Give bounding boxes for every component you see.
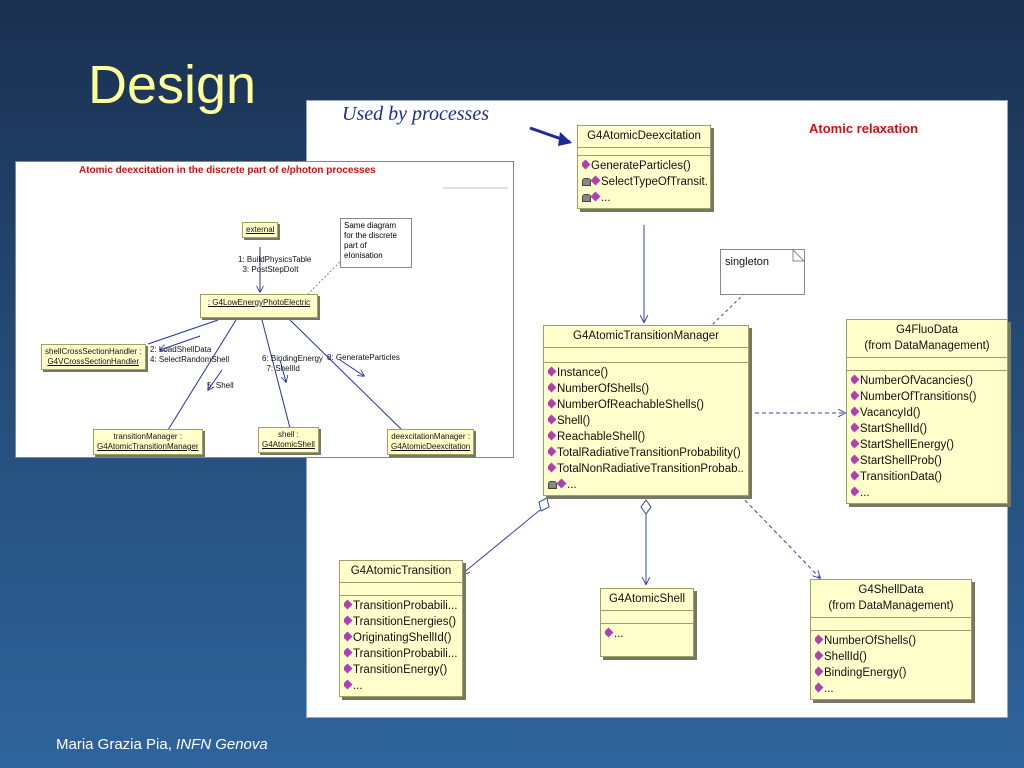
class-g4fluodata[interactable]: G4FluoData(from DataManagement) NumberOf…	[846, 319, 1008, 504]
operation: ShellId()	[815, 649, 968, 665]
note-line: part of	[344, 241, 367, 250]
class-diagram-title: Atomic relaxation	[809, 121, 919, 136]
class-g4atomictransitionmanager[interactable]: G4AtomicTransitionManager Instance() Num…	[543, 325, 749, 496]
class-attributes	[578, 148, 710, 156]
singleton-note: singleton	[720, 249, 805, 295]
class-name: G4ShellData(from DataManagement)	[811, 580, 971, 618]
class-name: G4AtomicDeexcitation	[578, 126, 710, 148]
class-operations: NumberOfShells() ShellId() BindingEnergy…	[811, 631, 971, 699]
class-attributes	[544, 348, 748, 363]
private-method-icon	[548, 481, 557, 489]
singleton-note-text: singleton	[725, 256, 770, 268]
operation: Shell()	[548, 413, 745, 429]
operation: BindingEnergy()	[815, 665, 968, 681]
object-type: G4AtomicShell	[262, 440, 315, 449]
object-cross-section-handler[interactable]: shellCrossSectionHandler : G4VCrossSecti…	[41, 344, 146, 370]
operation: TotalNonRadiativeTransitionProbab...	[548, 461, 745, 477]
sequence-note: Same diagram for the discrete part of eI…	[340, 218, 412, 268]
class-name: G4AtomicTransitionManager	[544, 326, 748, 348]
operation: StartShellProb()	[851, 453, 1004, 469]
class-operations: Instance() NumberOfShells() NumberOfReac…	[544, 363, 748, 495]
note-line: Same diagram	[344, 221, 397, 230]
operation: StartShellId()	[851, 421, 1004, 437]
object-label: shell :	[278, 430, 299, 439]
message-label: 2: LoadShellData 4: SelectRandomShell	[150, 345, 230, 364]
sequence-diagram-title: Atomic deexcitation in the discrete part…	[79, 165, 376, 176]
private-method-icon	[582, 178, 591, 186]
class-operations: NumberOfVacancies() NumberOfTransitions(…	[847, 371, 1007, 503]
operation: VacancyId()	[851, 405, 1004, 421]
class-attributes	[847, 358, 1007, 371]
object-photoelectric[interactable]: : G4LowEnergyPhotoElectric	[200, 294, 318, 318]
message-label: 1: BuildPhysicsTable 3: PostStepDoIt	[238, 255, 312, 274]
object-label: deexcitationManager :	[391, 432, 470, 441]
operation: TransitionEnergy()	[344, 662, 459, 678]
footer-org: INFN Genova	[176, 736, 268, 753]
footer-author: Maria Grazia Pia,	[56, 736, 172, 753]
note-line: eIonisation	[344, 251, 383, 260]
class-attributes	[340, 583, 462, 596]
operation: StartShellEnergy()	[851, 437, 1004, 453]
slide-title: Design	[88, 55, 257, 115]
class-g4shelldata[interactable]: G4ShellData(from DataManagement) NumberO…	[810, 579, 972, 700]
operation: TransitionProbabili...	[344, 646, 459, 662]
class-name: G4FluoData(from DataManagement)	[847, 320, 1007, 358]
operation: TotalRadiativeTransitionProbability()	[548, 445, 745, 461]
operation: ReachableShell()	[548, 429, 745, 445]
message-label: 8: GenerateParticles	[327, 353, 400, 362]
object-type: G4AtomicTransitionManager	[97, 442, 199, 451]
operation: TransitionEnergies()	[344, 614, 459, 630]
note-fold-icon	[792, 250, 804, 262]
operation: TransitionData()	[851, 469, 1004, 485]
class-g4atomicdeexcitation[interactable]: G4AtomicDeexcitation GenerateParticles()…	[577, 125, 711, 209]
operation: NumberOfVacancies()	[851, 373, 1004, 389]
class-operations: GenerateParticles() SelectTypeOfTransit.…	[578, 156, 710, 208]
class-package: (from DataManagement)	[828, 600, 954, 612]
class-package: (from DataManagement)	[864, 340, 990, 352]
note-line: for the discrete	[344, 231, 397, 240]
operation: NumberOfTransitions()	[851, 389, 1004, 405]
operation: TransitionProbabili...	[344, 598, 459, 614]
private-method-icon	[582, 194, 591, 202]
operation: NumberOfReachableShells()	[548, 397, 745, 413]
operation: NumberOfShells()	[548, 381, 745, 397]
class-g4atomicshell[interactable]: G4AtomicShell ...	[600, 588, 694, 657]
operation: ...	[851, 485, 1004, 501]
class-operations: ...	[601, 624, 693, 656]
operation: ...	[344, 678, 459, 694]
object-label: external	[246, 225, 275, 234]
class-attributes	[811, 618, 971, 631]
object-label: shellCrossSectionHandler :	[45, 347, 142, 356]
operation: NumberOfShells()	[815, 633, 968, 649]
operation: GenerateParticles()	[582, 158, 707, 174]
operation: OriginatingShellId()	[344, 630, 459, 646]
operation: SelectTypeOfTransit...	[582, 174, 707, 190]
class-attributes	[601, 611, 693, 624]
operation: ...	[605, 626, 690, 642]
class-name: G4AtomicTransition	[340, 561, 462, 583]
slide-footer: Maria Grazia Pia, INFN Genova	[56, 736, 268, 753]
object-deexcitation-manager[interactable]: deexcitationManager : G4AtomicDeexcitati…	[387, 429, 475, 455]
operation: Instance()	[548, 365, 745, 381]
message-label: 5: Shell	[207, 381, 234, 390]
operation: ...	[582, 190, 707, 206]
class-name: G4AtomicShell	[601, 589, 693, 611]
object-type: G4AtomicDeexcitation	[391, 442, 471, 451]
operation: ...	[548, 477, 745, 493]
object-type: G4VCrossSectionHandler	[47, 357, 140, 366]
message-label: 6: BindingEnergy 7: ShellId	[262, 354, 323, 373]
class-operations: TransitionProbabili... TransitionEnergie…	[340, 596, 462, 696]
class-g4atomictransition[interactable]: G4AtomicTransition TransitionProbabili..…	[339, 560, 463, 697]
object-transition-manager[interactable]: transitionManager : G4AtomicTransitionMa…	[93, 429, 203, 455]
object-external[interactable]: external	[242, 222, 279, 238]
used-by-annotation: Used by processes	[342, 103, 490, 125]
object-shell[interactable]: shell : G4AtomicShell	[258, 427, 319, 453]
object-label: transitionManager :	[113, 432, 182, 441]
object-label: : G4LowEnergyPhotoElectric	[207, 298, 311, 307]
operation: ...	[815, 681, 968, 697]
